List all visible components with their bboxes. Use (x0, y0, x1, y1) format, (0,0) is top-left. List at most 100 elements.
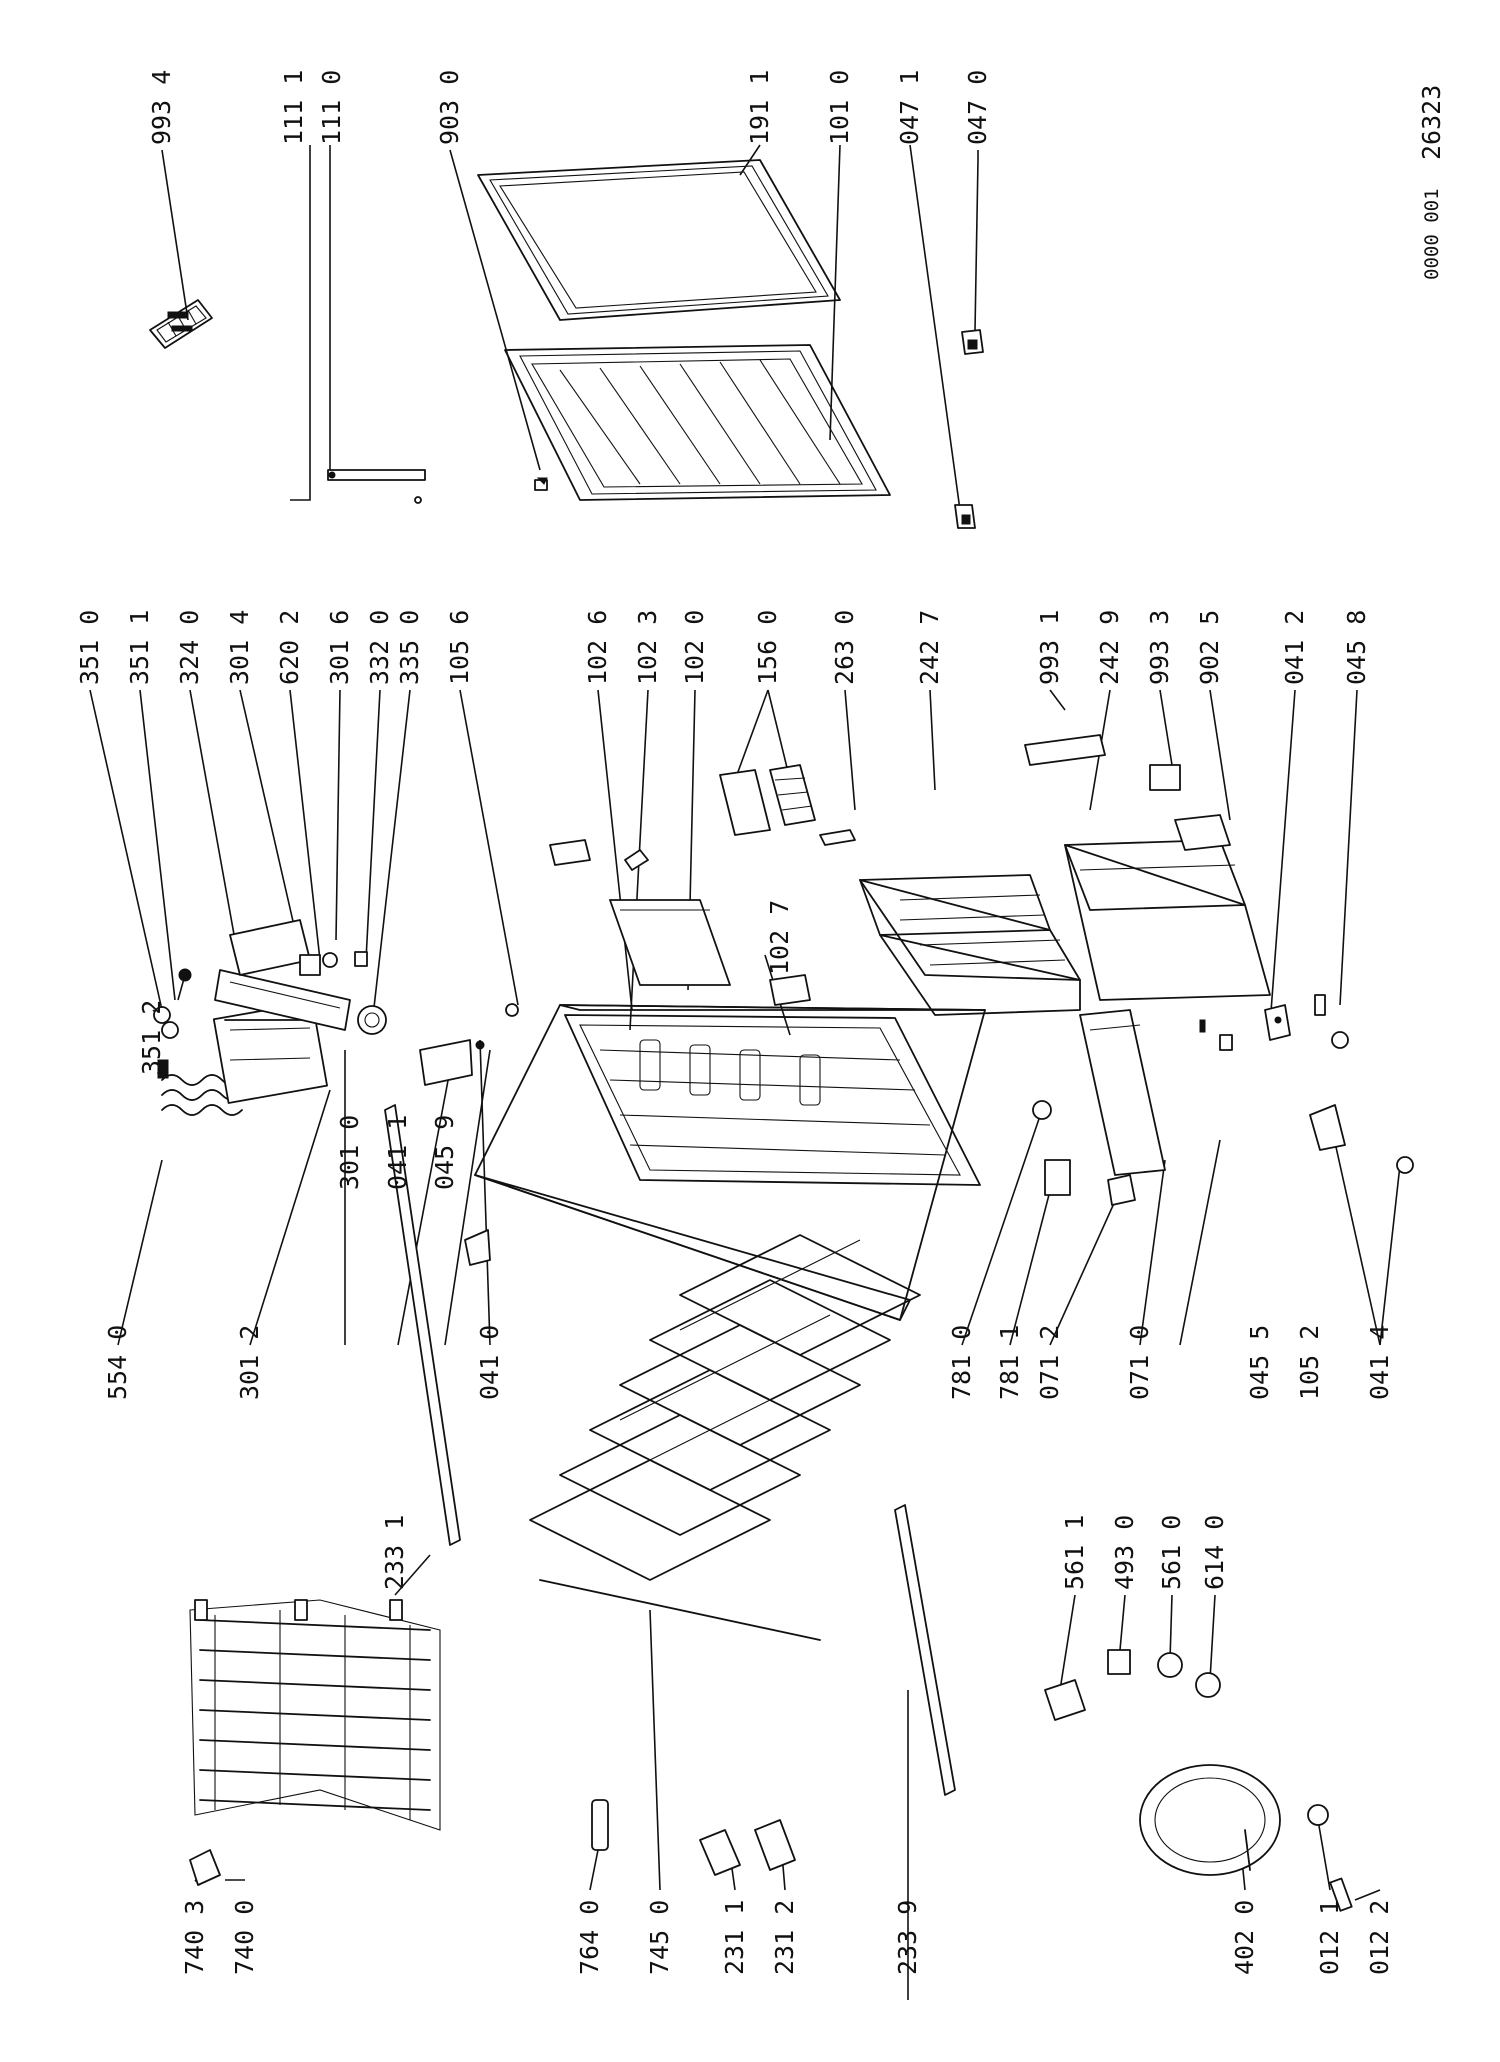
label-012-1: 012 1 (1315, 1900, 1344, 1975)
label-301-4: 301 4 (225, 610, 254, 685)
label-324-0: 324 0 (175, 610, 204, 685)
label-351-0: 351 0 (75, 610, 104, 685)
label-231-1: 231 1 (720, 1900, 749, 1975)
bracket-screw (475, 1040, 485, 1050)
label-045-8: 045 8 (1342, 610, 1371, 685)
label-105-2: 105 2 (1295, 1325, 1324, 1400)
drawer-parts (549, 734, 1349, 1049)
label-102-0: 102 0 (680, 610, 709, 685)
label-902-5: 902 5 (1195, 610, 1224, 685)
label-263-0: 263 0 (830, 610, 859, 685)
pin (1199, 1019, 1206, 1033)
label-351-1: 351 1 (125, 610, 154, 685)
figure-number: 26323 (1417, 85, 1446, 160)
door-assembly (149, 159, 984, 529)
label-740-0: 740 0 (230, 1900, 259, 1975)
rating-label (1149, 764, 1181, 791)
label-903-0: 903 0 (435, 70, 464, 145)
foot-cover (1044, 1159, 1071, 1196)
label-102-7: 102 7 (765, 900, 794, 975)
label-111-0: 111 0 (317, 70, 346, 145)
condenser-clip (189, 1849, 221, 1886)
label-012-2: 012 2 (1365, 1900, 1394, 1975)
label-402-0: 402 0 (1230, 1900, 1259, 1975)
drawer-slide (819, 829, 856, 846)
shelf-panel (609, 899, 731, 986)
label-620-2: 620 2 (275, 610, 304, 685)
leader-lines (89, 144, 1401, 2000)
label-554-0: 554 0 (103, 1325, 132, 1400)
plinth-clip (1107, 1174, 1136, 1206)
base-parts (1032, 1009, 1414, 1206)
relay (1044, 1679, 1086, 1721)
document-number: 0000 001 (1421, 188, 1443, 280)
label-561-1: 561 1 (1060, 1515, 1089, 1590)
label-071-0: 071 0 (1125, 1325, 1154, 1400)
grommet (1195, 1672, 1221, 1698)
rear-cover (1174, 814, 1231, 851)
label-242-7: 242 7 (915, 610, 944, 685)
label-105-6: 105 6 (445, 610, 474, 685)
label-045-5: 045 5 (1245, 1325, 1274, 1400)
condenser (189, 1599, 441, 1831)
panel-screw (322, 952, 338, 968)
door-gasket (477, 159, 841, 321)
label-102-3: 102 3 (633, 610, 662, 685)
label-332-0: 332 0 (365, 610, 394, 685)
label-045-9: 045 9 (430, 1115, 459, 1190)
label-740-3: 740 3 (180, 1900, 209, 1975)
label-351-2: 351 2 (137, 1000, 166, 1075)
label-047-1: 047 1 (895, 70, 924, 145)
part-labels: 993 4 111 1 111 0 903 0 191 1 101 0 047 … (75, 70, 1394, 1975)
label-101-0: 101 0 (825, 70, 854, 145)
shelf-rail-upper (384, 1104, 461, 1546)
door-clip (534, 477, 548, 491)
label-233-9: 233 9 (893, 1900, 922, 1975)
wire-shelves (529, 1234, 921, 1641)
label-111-1: 111 1 (279, 70, 308, 145)
label-047-0: 047 0 (963, 70, 992, 145)
label-993-3: 993 3 (1145, 610, 1174, 685)
label-156-0: 156 0 (753, 610, 782, 685)
shelf-support-rear (769, 974, 811, 1006)
label-041-4: 041 4 (1365, 1325, 1394, 1400)
label-493-0: 493 0 (1110, 1515, 1139, 1590)
hinge-bottom (1309, 1104, 1346, 1151)
label-335-0: 335 0 (395, 610, 424, 685)
shelf-support-front (549, 839, 591, 866)
label-993-4: 993 4 (147, 70, 176, 145)
foot-cap (1032, 1100, 1052, 1120)
door-panel (504, 344, 891, 501)
label-561-0: 561 0 (1157, 1515, 1186, 1590)
control-knobs (153, 968, 192, 1039)
label-071-2: 071 2 (1035, 1325, 1064, 1400)
label-301-2: 301 2 (235, 1325, 264, 1400)
label-301-0: 301 0 (335, 1115, 364, 1190)
label-781-0: 781 0 (947, 1325, 976, 1400)
label-191-1: 191 1 (745, 70, 774, 145)
screw-plug (505, 1003, 519, 1017)
hinge-block-lower (954, 504, 976, 529)
hinge-pin (1314, 994, 1326, 1016)
door-hinge-top (327, 469, 426, 504)
compressor (1139, 1764, 1281, 1876)
shelf-support-clip (624, 849, 649, 871)
label-301-6: 301 6 (325, 610, 354, 685)
label-764-0: 764 0 (575, 1900, 604, 1975)
shelf-rail-lower (894, 1504, 956, 1796)
label-041-0: 041 0 (475, 1325, 504, 1400)
label-231-2: 231 2 (770, 1900, 799, 1975)
label-745-0: 745 0 (645, 1900, 674, 1975)
lamp-socket (299, 954, 321, 976)
hinge-lower-left (464, 1229, 491, 1266)
control-panel-parts (153, 919, 519, 1266)
label-993-1: 993 1 (1035, 610, 1064, 685)
plug (1219, 1034, 1233, 1051)
control-panel-strip (214, 969, 351, 1031)
ice-tray (149, 299, 213, 349)
label-plate (699, 1829, 741, 1876)
compressor-grommet (1307, 1804, 1329, 1826)
freezer-drawer-lower (1064, 839, 1271, 1001)
compressor-clip (1329, 1877, 1353, 1912)
